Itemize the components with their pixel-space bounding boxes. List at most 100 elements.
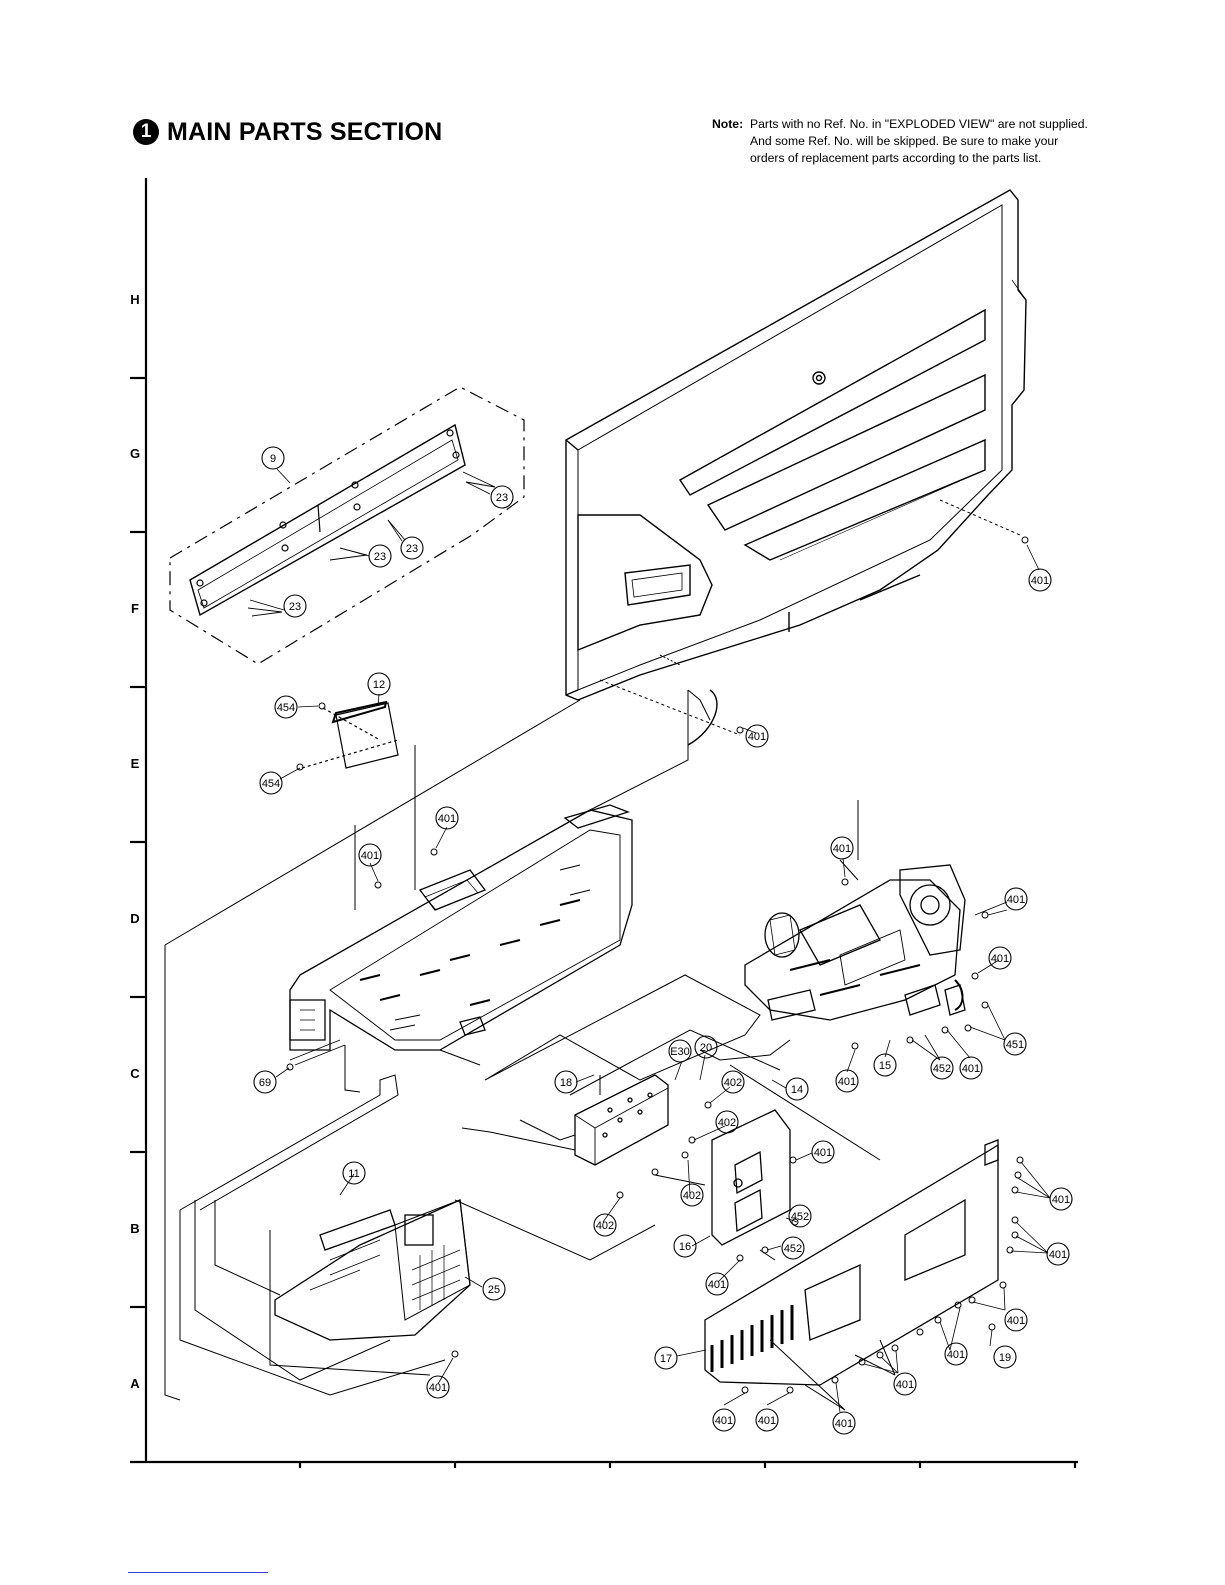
note-text: Parts with no Ref. No. in "EXPLODED VIEW…: [750, 116, 1130, 167]
callout-11: 11: [348, 1168, 359, 1180]
callout-19: 19: [999, 1352, 1011, 1364]
callout-401: 401: [814, 1147, 832, 1159]
grid-row-label-h: H: [130, 292, 140, 307]
callout-402: 402: [718, 1117, 736, 1129]
grid-row-label-f: F: [131, 601, 139, 616]
connection-lines: [164, 499, 1021, 1411]
grid-row-label-b: B: [130, 1221, 140, 1236]
callout-circle: [668, 1039, 692, 1063]
callout-circle: [694, 1035, 718, 1059]
callout-18: 18: [560, 1077, 572, 1089]
callout-circles: [253, 446, 1073, 1435]
callout-circle: [755, 1408, 779, 1432]
callout-401: 401: [708, 1279, 726, 1291]
callout-454: 454: [262, 778, 280, 790]
grid-row-label-d: D: [130, 911, 140, 926]
callout-circle: [993, 1345, 1017, 1369]
callout-circle: [712, 1408, 736, 1432]
callout-circle: [342, 1161, 366, 1185]
callout-circle: [367, 672, 391, 696]
callout-circle: [253, 1070, 277, 1094]
callout-401: 401: [748, 731, 766, 743]
callout-circle: [715, 1110, 739, 1134]
callout-402: 402: [724, 1077, 742, 1089]
callout-401: 401: [715, 1415, 733, 1427]
callout-452: 452: [784, 1243, 802, 1255]
callout-401: 401: [1007, 894, 1025, 906]
callout-circle: [482, 1277, 506, 1301]
callout-circle: [368, 544, 392, 568]
callout-circle: [835, 1069, 859, 1093]
callout-circle: [593, 1213, 617, 1237]
callout-69: 69: [259, 1077, 271, 1089]
callout-circle: [830, 836, 854, 860]
callout-401: 401: [1052, 1194, 1070, 1206]
callout-circle: [426, 1375, 450, 1399]
callout-401: 401: [833, 843, 851, 855]
grid-row-label-g: G: [129, 446, 141, 461]
callout-circle: [944, 1342, 968, 1366]
callout-circle: [654, 1346, 678, 1370]
callout-401: 401: [758, 1415, 776, 1427]
callout-circle: [1049, 1187, 1073, 1211]
callout-12: 12: [373, 679, 385, 691]
callout-e30: E30: [670, 1046, 690, 1058]
callout-circle: [283, 594, 307, 618]
callout-circle: [988, 946, 1012, 970]
callout-circle: [959, 1056, 983, 1080]
section-header: 1 MAIN PARTS SECTION: [133, 114, 442, 150]
callout-25: 25: [488, 1284, 500, 1296]
callout-circle: [259, 771, 283, 795]
callout-circle: [811, 1140, 835, 1164]
callout-circle: [274, 695, 298, 719]
callout-circle: [785, 1077, 809, 1101]
callout-circle: [788, 1204, 812, 1228]
optical-engine: [744, 864, 966, 1021]
callout-23: 23: [406, 543, 418, 555]
callout-circle: [673, 1234, 697, 1258]
grid-frame: [130, 178, 1078, 1468]
callout-circle: [554, 1070, 578, 1094]
rear-cabinet: [565, 189, 1027, 701]
callout-circle: [1004, 1308, 1028, 1332]
callout-401: 401: [835, 1418, 853, 1430]
callout-circle: [490, 485, 514, 509]
note-line: orders of replacement parts according to…: [750, 151, 1042, 165]
note-line: Parts with no Ref. No. in "EXPLODED VIEW…: [750, 117, 1088, 131]
callout-circle: [721, 1070, 745, 1094]
callout-23: 23: [289, 601, 301, 613]
callout-circle: [435, 806, 459, 830]
callout-14: 14: [791, 1084, 803, 1096]
callout-401: 401: [438, 813, 456, 825]
callout-23: 23: [496, 492, 508, 504]
callout-16: 16: [679, 1241, 691, 1253]
callout-circle: [893, 1372, 917, 1396]
callout-circle: [1004, 887, 1028, 911]
callout-labels: 9 23 23 23 23 401 401 12 454 454 401 401…: [259, 453, 1070, 1430]
section-number-badge: 1: [133, 119, 159, 145]
bracket-12: [301, 700, 399, 769]
section-title: MAIN PARTS SECTION: [167, 117, 443, 146]
callout-circle: [832, 1411, 856, 1435]
callout-circle: [400, 536, 424, 560]
callout-circle: [1046, 1242, 1070, 1266]
callout-23: 23: [374, 551, 386, 563]
callout-452: 452: [791, 1211, 809, 1223]
board-shield-e30: [574, 1074, 669, 1166]
callout-17: 17: [660, 1353, 672, 1365]
grid-row-label-e: E: [130, 756, 140, 771]
callout-401: 401: [1007, 1315, 1025, 1327]
callout-circle: [680, 1183, 704, 1207]
callout-401: 401: [361, 850, 379, 862]
callout-401: 401: [838, 1076, 856, 1088]
rear-panel-17: [704, 1139, 999, 1386]
callout-401: 401: [962, 1063, 980, 1075]
leader-lines: [249, 468, 1051, 1413]
callout-451: 451: [1006, 1039, 1024, 1051]
callout-402: 402: [683, 1190, 701, 1202]
callout-401: 401: [1031, 575, 1049, 587]
callout-401: 401: [947, 1349, 965, 1361]
callout-circle: [358, 843, 382, 867]
power-unit-25: [274, 1199, 471, 1341]
callout-circle: [745, 724, 769, 748]
